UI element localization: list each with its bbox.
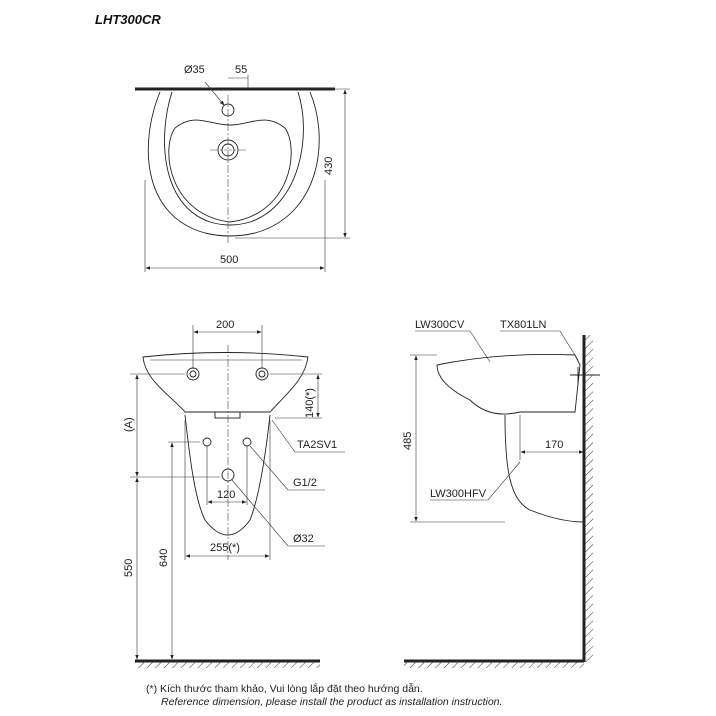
bowl-outline [168,119,292,223]
model-title: LHT300CR [95,12,161,27]
height-a-label: (A) [123,417,135,432]
bracket-label: TA2SV1 [297,439,337,451]
faucet-model-label: TX801LN [500,319,547,331]
basin-outline [147,91,320,237]
reference-note: (*) Kích thước tham khảo, Vui lòng lắp đ… [146,683,502,709]
floor-to-drain-label: 550 [123,559,135,577]
faucet-spacing-label: 200 [216,319,234,331]
supply-label: G1/2 [293,477,317,489]
pedestal-model-label: LW300HFV [430,488,487,500]
depth-label: 430 [323,157,335,175]
hole-diameter-label: Ø35 [184,64,205,76]
basin-front [142,352,309,413]
drain-label: Ø32 [293,533,314,545]
floor-to-supply-label: 640 [158,549,170,567]
supply-spacing-label: 120 [217,489,235,501]
basin-model-label: LW300CV [415,319,465,331]
front-view: 200 (A) 550 640 140(*) 120 255(*) TA2SV1… [123,319,345,668]
faucet-height-label: 140(*) [304,388,316,418]
side-view: 485 170 LW300CV TX801LN LW300HFV [402,319,600,668]
width-label: 500 [220,254,238,266]
wall-offset-label: 170 [545,439,563,451]
offset-label: 55 [235,64,247,76]
height-label: 485 [402,432,414,450]
pedestal-side [504,414,585,523]
top-view: Ø35 55 500 430 [135,64,350,272]
basin-side [436,353,581,415]
pedestal-width-label: 255(*) [210,542,240,554]
pedestal-front [184,414,271,536]
note-english: Reference dimension, please install the … [161,696,503,708]
note-vietnamese: (*) Kích thước tham khảo, Vui lòng lắp đ… [146,683,423,695]
